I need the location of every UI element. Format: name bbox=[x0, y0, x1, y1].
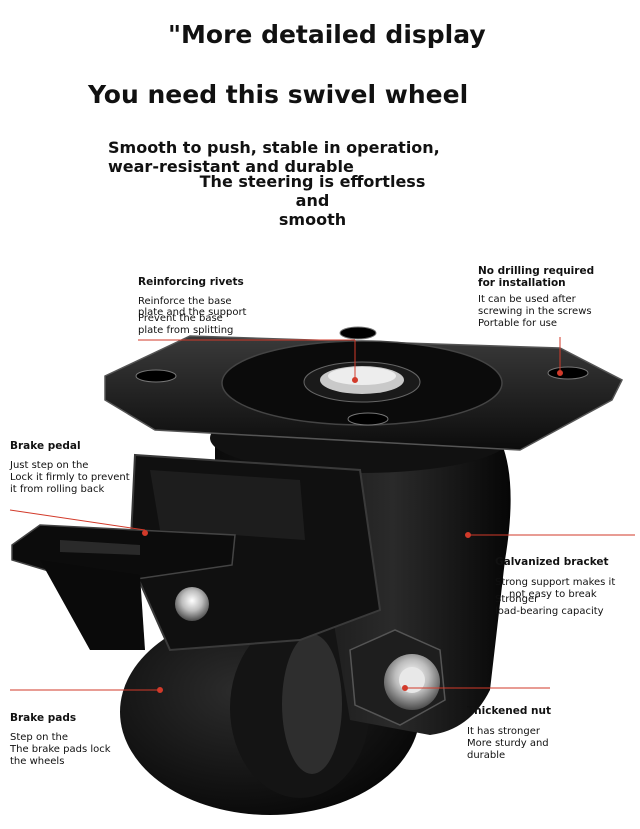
callout-line: not easy to break bbox=[509, 589, 597, 600]
callout-line: durable bbox=[467, 750, 506, 761]
headline-line-2: You need this swivel wheel bbox=[88, 80, 469, 109]
mounting-plate bbox=[104, 326, 624, 451]
callout-reinforcing-rivets: Reinforcing rivets Reinforce the base pl… bbox=[138, 276, 246, 337]
thickened-nut bbox=[175, 587, 446, 726]
tagline-1-line-b: wear-resistant and durable bbox=[108, 157, 354, 176]
callout-line: The brake pads lock bbox=[10, 744, 111, 755]
callout-no-drilling: No drilling required for installation It… bbox=[478, 265, 594, 330]
callout-line: Portable for use bbox=[478, 318, 558, 329]
callout-line: plate from splitting bbox=[138, 325, 234, 336]
callout-leaders bbox=[9, 337, 635, 693]
headline-line-1: "More detailed display bbox=[168, 20, 486, 49]
callout-title: Thickened nut bbox=[467, 705, 552, 717]
callout-line: Prevent the base bbox=[138, 313, 223, 324]
callout-line: Lock it firmly to prevent bbox=[10, 472, 130, 483]
callout-line: the wheels bbox=[10, 756, 65, 767]
callout-line: More sturdy and bbox=[467, 738, 549, 749]
callout-thickened-nut: Thickened nut It has stronger More sturd… bbox=[467, 705, 551, 762]
callout-line: Just step on the bbox=[10, 460, 89, 471]
callout-line: Stronger bbox=[495, 594, 539, 605]
callout-line: it from rolling back bbox=[10, 484, 105, 495]
callout-line: It has stronger bbox=[467, 726, 540, 737]
callout-line: plate and the support bbox=[138, 307, 247, 318]
callout-title: Galvanized bracket bbox=[495, 556, 609, 568]
callout-title: Brake pedal bbox=[10, 440, 81, 452]
callout-galvanized-bracket: Galvanized bracket Strong support makes … bbox=[495, 556, 615, 618]
callout-line: It can be used after bbox=[478, 294, 576, 305]
callout-line: Reinforce the base bbox=[138, 296, 232, 307]
callout-brake-pedal: Brake pedal Just step on the Lock it fir… bbox=[10, 440, 130, 496]
tagline-2: The steering is effortless and smooth bbox=[190, 172, 435, 229]
tagline-1-line-a: Smooth to push, stable in operation, bbox=[108, 138, 440, 157]
callout-brake-pads: Brake pads Step on the The brake pads lo… bbox=[10, 712, 111, 768]
callout-line: Step on the bbox=[10, 732, 68, 743]
callout-title: for installation bbox=[478, 277, 566, 289]
callout-line: Strong support makes it bbox=[495, 577, 616, 588]
callout-title: Brake pads bbox=[10, 712, 77, 724]
callout-line: load-bearing capacity bbox=[495, 606, 604, 617]
tagline-1: Smooth to push, stable in operation, wea… bbox=[108, 138, 440, 176]
callout-title: No drilling required bbox=[478, 265, 595, 277]
tagline-2-line-a: The steering is effortless and bbox=[199, 172, 426, 210]
tagline-2-line-b: smooth bbox=[278, 210, 347, 229]
callout-line: screwing in the screws bbox=[478, 306, 592, 317]
callout-title: Reinforcing rivets bbox=[138, 276, 244, 288]
